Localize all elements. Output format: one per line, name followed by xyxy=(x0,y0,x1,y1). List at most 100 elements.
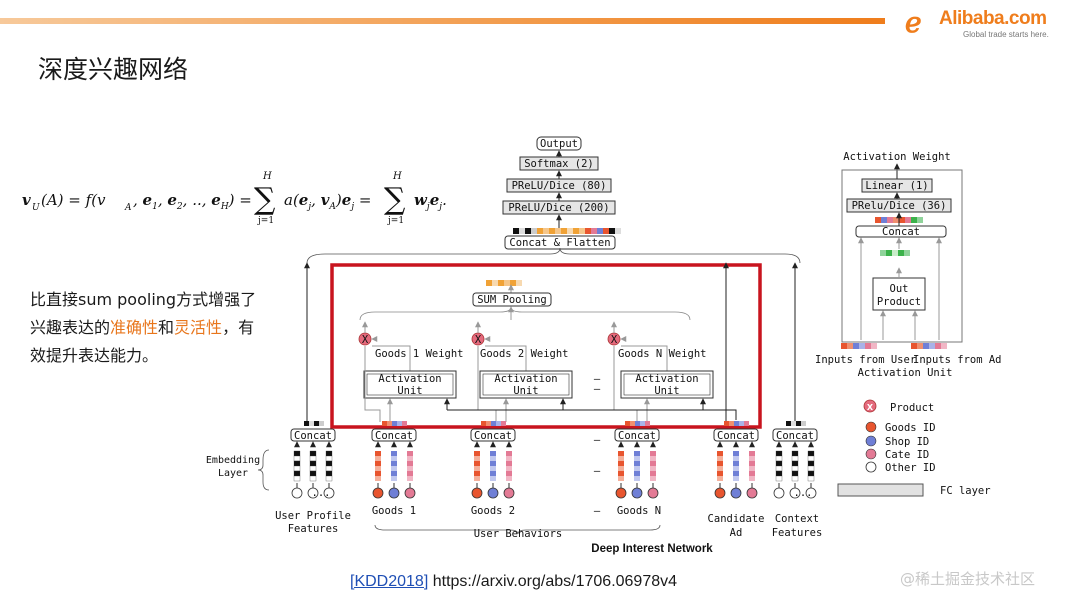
weight-label: Goods 2 Weight xyxy=(480,348,569,360)
au-input-user-cells-cell xyxy=(859,343,865,349)
activation-concat-strip xyxy=(875,212,923,226)
embedding-group-6: Concat... xyxy=(772,421,818,499)
sum-cells-cell xyxy=(498,280,504,286)
concat-top-strip-cell xyxy=(645,421,650,426)
formula-arg-sub: A xyxy=(124,203,132,213)
profile-ellipsis: ... xyxy=(312,487,331,499)
concat-top-strip-cell xyxy=(397,421,402,426)
embedding-cell xyxy=(375,456,381,461)
embedding-column xyxy=(404,441,416,499)
activation-unit-box xyxy=(620,370,714,399)
embedding-layer-label-1: Embedding xyxy=(206,455,260,466)
inputs-from-ad-label: Inputs from Ad xyxy=(913,354,1002,366)
embedding-cell xyxy=(309,450,317,457)
id-circle xyxy=(647,487,659,499)
au-green-cells-cell xyxy=(898,250,904,256)
linear-label: Linear (1) xyxy=(865,180,928,192)
au-input-ad-cells-cell xyxy=(929,343,935,349)
attention-formula: v U (A) = f(v A , e1, e2, .., eH) = ∑ H … xyxy=(22,171,447,226)
concat-top-strip-cell xyxy=(304,421,309,426)
embedding-cell xyxy=(506,476,512,481)
concat-label: Concat xyxy=(375,430,413,442)
weight-line xyxy=(485,345,527,371)
sum-bottom-2: j=1 xyxy=(387,216,404,226)
out-product-label-1: Out xyxy=(890,283,909,295)
description-part1: 比直接sum pooling方式增强了兴趣表达的 xyxy=(30,290,257,337)
flatten-cells-cell xyxy=(519,228,525,234)
concat-top-strip xyxy=(304,421,324,426)
sum-top-1: H xyxy=(262,171,272,182)
embedding-cell xyxy=(474,471,480,476)
logo-mark: ℯ xyxy=(905,6,922,39)
concat-top-strip-cell xyxy=(402,421,407,426)
activation-unit-inner xyxy=(482,373,570,396)
concat-top-strip xyxy=(481,421,506,426)
embedding-cell xyxy=(293,450,301,457)
user-profile-label-1: User Profile xyxy=(275,510,351,522)
concat-top-strip-cell xyxy=(635,421,640,426)
sum-pooling-strip xyxy=(486,280,522,286)
flatten-cells-cell xyxy=(531,228,537,234)
embedding-group-5: Concat xyxy=(713,421,759,499)
id-circle xyxy=(714,487,726,499)
alibaba-logo: ℯ Alibaba.com Global trade starts here. xyxy=(905,8,1075,42)
embedding-cell xyxy=(717,476,723,481)
output-label: Output xyxy=(540,138,578,150)
goodsN-label: Goods N xyxy=(617,505,661,517)
output-box xyxy=(536,136,582,151)
embedding-cell xyxy=(474,461,480,466)
flatten-cells-cell xyxy=(525,228,531,234)
citation-ref-link[interactable]: [KDD2018] xyxy=(350,573,429,590)
flatten-cells-cell xyxy=(567,228,573,234)
embedding-cell xyxy=(293,460,301,467)
embedding-cell xyxy=(807,455,815,462)
header-accent-bar xyxy=(0,18,885,24)
diagram-caption: Deep Interest Network xyxy=(591,543,713,555)
embedding-cell xyxy=(634,461,640,466)
id-circle xyxy=(615,487,627,499)
embedding-cell xyxy=(749,461,755,466)
sum-pooling-brace xyxy=(359,306,691,321)
description-part2: 和 xyxy=(158,318,175,337)
flatten-cells-cell xyxy=(549,228,555,234)
embedding-cell xyxy=(506,471,512,476)
embedding-cell xyxy=(391,471,397,476)
au-concat-cells xyxy=(875,217,923,223)
candidate-ad-label-1: Candidate xyxy=(708,513,765,525)
legend-fc-icon xyxy=(837,483,924,497)
embedding-cell xyxy=(775,450,783,457)
legend-shop-label: Shop ID xyxy=(885,436,929,448)
activation-unit-inner xyxy=(366,373,454,396)
embedding-cell xyxy=(634,471,640,476)
candidate-ad-feed-line xyxy=(447,409,737,420)
weight-label: Goods N Weight xyxy=(618,348,707,360)
embedding-cell xyxy=(775,465,783,472)
legend-cate-icon xyxy=(865,448,877,460)
embedding-cell xyxy=(749,471,755,476)
id-circle xyxy=(789,487,801,499)
embedding-cell xyxy=(717,461,723,466)
dash-embedding: – xyxy=(594,465,601,477)
concat-top-strip xyxy=(724,421,749,426)
embedding-cell xyxy=(309,475,317,482)
flatten-brace xyxy=(306,247,801,264)
au-input-user-cells-cell xyxy=(865,343,871,349)
embedding-cell xyxy=(733,456,739,461)
embedding-cell xyxy=(807,465,815,472)
context-label-1: Context xyxy=(775,513,819,525)
id-circle xyxy=(805,487,817,499)
flatten-cells-cell xyxy=(561,228,567,234)
au-concat-cells-cell xyxy=(899,217,905,223)
concat-top-strip-cell xyxy=(630,421,635,426)
din-architecture-diagram: Output Softmax (2) PReLU/Dice (80) PReLU… xyxy=(206,136,1002,555)
concat-box xyxy=(470,428,516,442)
au-green-cells-cell xyxy=(892,250,898,256)
embedding-cell xyxy=(474,451,480,456)
embedding-cell xyxy=(490,466,496,471)
embedding-cell xyxy=(791,475,799,482)
citation-url[interactable]: https://arxiv.org/abs/1706.06978v4 xyxy=(432,573,678,590)
